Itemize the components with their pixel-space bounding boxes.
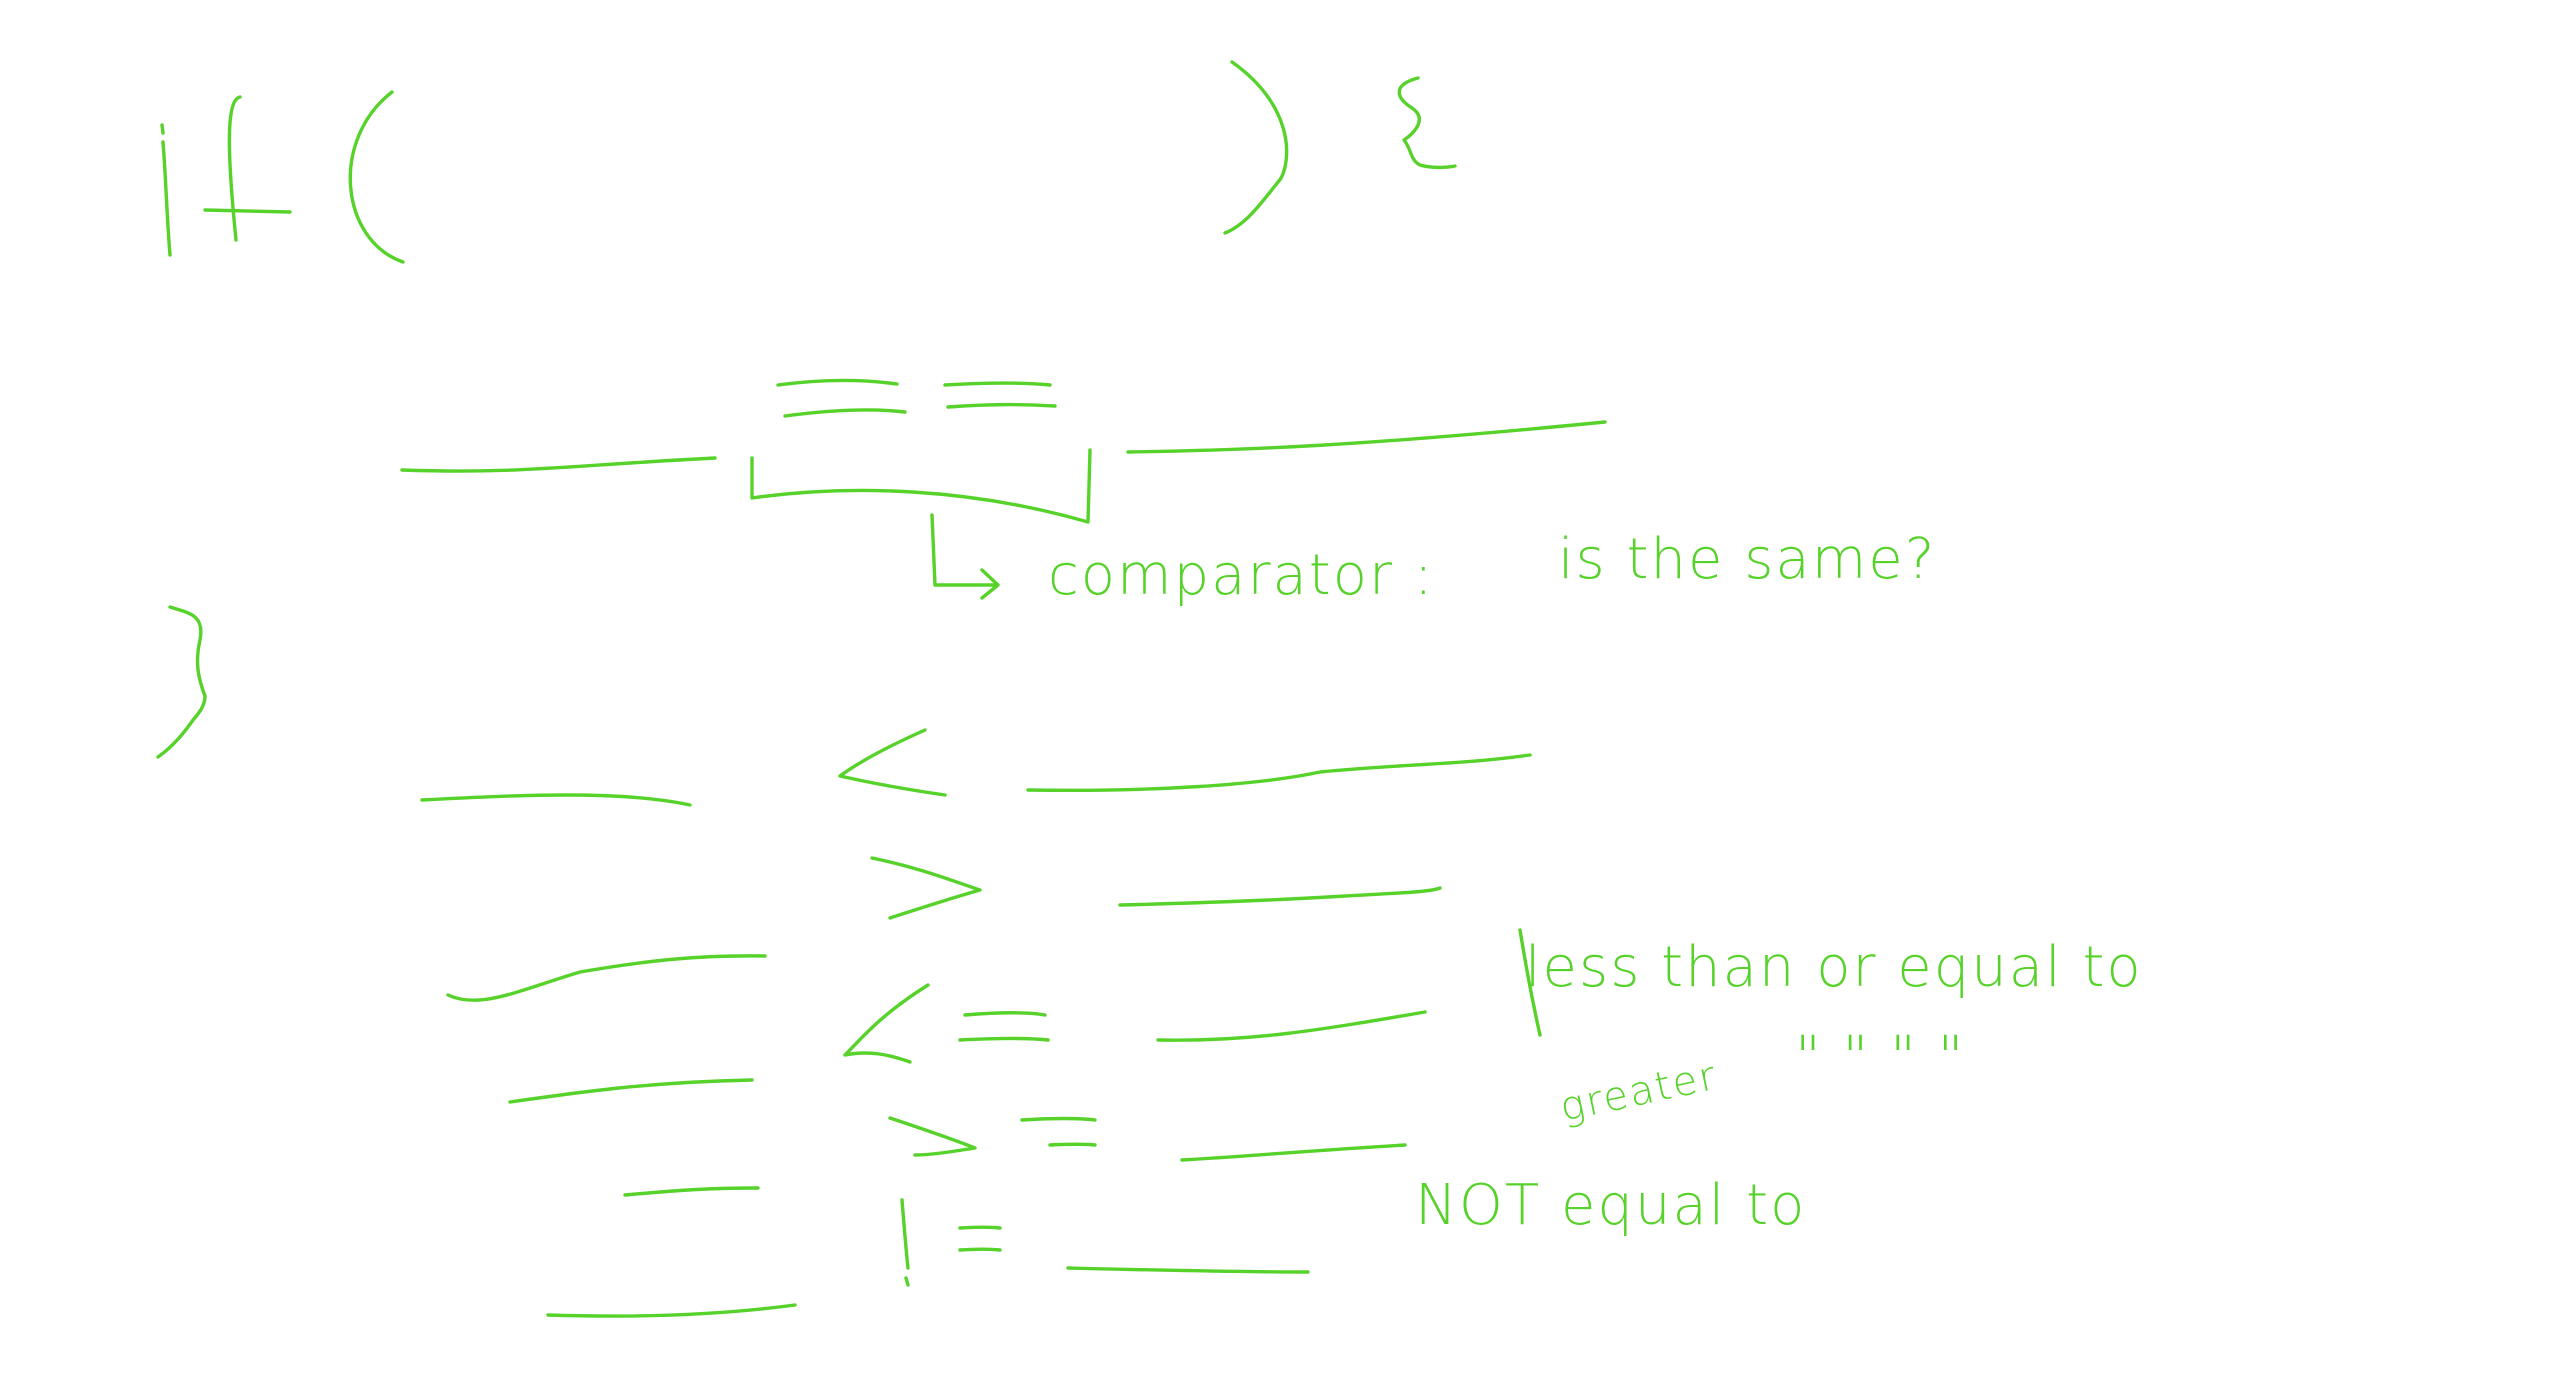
- is-the-same-label: is the same?: [1558, 527, 1937, 592]
- less-than-or-equal-label: less than or equal to: [1525, 935, 2143, 1000]
- not-equal-top: [958, 1225, 1002, 1230]
- operand-right-greater: [1118, 886, 1442, 907]
- operand-left-lte: [446, 954, 767, 1002]
- lte-note-underline: [1518, 928, 1542, 1037]
- not-equal-label: NOT equal to: [1415, 1173, 1807, 1238]
- operand-right-gte: [1180, 1143, 1407, 1162]
- equal-sign-2-bottom: [946, 402, 1057, 409]
- not-bang-stroke: [900, 1198, 910, 1270]
- open-brace: [1397, 76, 1457, 170]
- not-equal-bottom: [958, 1247, 1002, 1252]
- operand-left-equal: [400, 456, 717, 473]
- equal-sign-2-top: [943, 381, 1052, 387]
- comparator-bracket: [750, 448, 1092, 524]
- if-i-stem: [161, 140, 172, 257]
- lte-less-sign: [843, 983, 930, 1064]
- operand-left-assign: [623, 1186, 760, 1197]
- operand-right-less: [1026, 753, 1532, 793]
- operand-right-equal: [1126, 420, 1607, 454]
- operand-right-not-equal: [1066, 1266, 1310, 1274]
- if-f-stem: [227, 95, 242, 242]
- gte-equal-top: [1020, 1116, 1097, 1122]
- if-i-dot: [160, 123, 165, 135]
- close-paren: [1223, 60, 1289, 235]
- gte-equal-bottom: [1048, 1142, 1097, 1147]
- lte-equal-bottom: [958, 1036, 1050, 1042]
- equal-sign-1-bottom: [783, 408, 907, 418]
- close-brace: [156, 605, 207, 759]
- if-f-cross: [203, 208, 292, 214]
- comparator-arrow: [930, 513, 1000, 600]
- operand-left-not-equal: [546, 1303, 797, 1318]
- open-paren: [348, 90, 405, 264]
- operand-left-gte: [508, 1078, 754, 1104]
- if-keyword: [160, 95, 292, 257]
- ditto-marks: " " " ": [1795, 1025, 1966, 1090]
- comparator-label: comparator :: [1048, 543, 1435, 608]
- greater-than-sign: [870, 856, 982, 920]
- operand-left-less: [420, 793, 692, 807]
- equal-sign-1-top: [776, 378, 899, 387]
- operand-right-lte: [1156, 1010, 1427, 1042]
- lte-equal-top: [963, 1011, 1047, 1017]
- less-than-sign: [838, 728, 947, 797]
- not-bang-dot: [904, 1276, 910, 1287]
- gte-greater-sign: [888, 1116, 977, 1157]
